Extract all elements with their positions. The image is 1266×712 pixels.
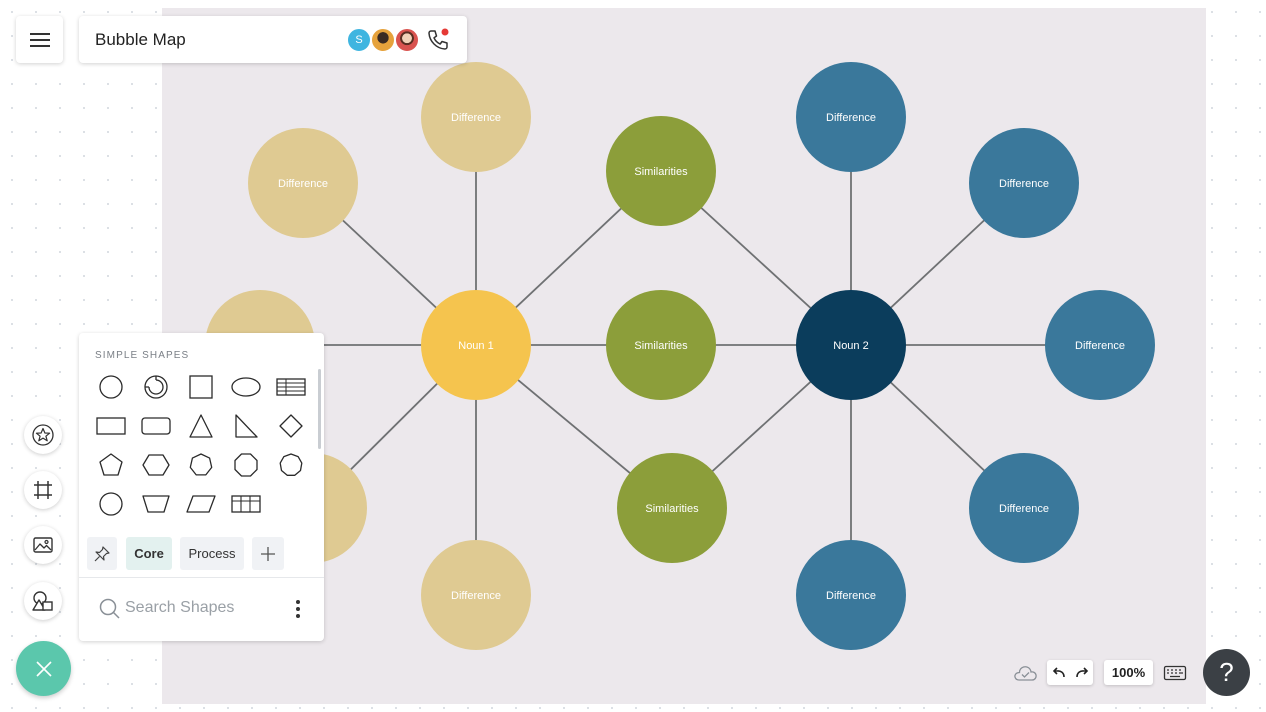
node-diff_l_upleft[interactable]: Difference: [248, 128, 358, 238]
menu-button[interactable]: [16, 16, 63, 63]
pentagon-shape[interactable]: [93, 449, 129, 481]
circle-shape[interactable]: [93, 371, 129, 403]
redo-icon: [1074, 666, 1090, 680]
diamond-shape[interactable]: [273, 410, 309, 442]
plus-icon: [260, 546, 276, 562]
node-diff_r_downright[interactable]: Difference: [969, 453, 1079, 563]
help-button[interactable]: ?: [1203, 649, 1250, 696]
ellipse-shape[interactable]: [228, 371, 264, 403]
notification-dot: [442, 29, 449, 36]
hamburger-icon: [30, 32, 50, 48]
node-diff_l_bottom-label: Difference: [451, 590, 501, 602]
collaborator-avatar-photo-2[interactable]: [395, 28, 419, 52]
redo-button[interactable]: [1070, 666, 1093, 680]
frame-icon: [31, 478, 55, 502]
document-title[interactable]: Bubble Map: [95, 30, 186, 50]
nonagon-shape[interactable]: [273, 449, 309, 481]
parallelogram-shape[interactable]: [183, 488, 219, 520]
node-sim_bot[interactable]: Similarities: [617, 453, 727, 563]
undo-button[interactable]: [1047, 666, 1070, 680]
avatar-initial: S: [355, 34, 362, 46]
hexagon-shape[interactable]: [138, 449, 174, 481]
node-sim_mid[interactable]: Similarities: [606, 290, 716, 400]
more-vertical-icon: [291, 597, 305, 621]
panel-title: SIMPLE SHAPES: [95, 350, 189, 361]
help-label: ?: [1219, 657, 1233, 688]
node-diff_r_downright-label: Difference: [999, 503, 1049, 515]
node-diff_r_right-label: Difference: [1075, 340, 1125, 352]
search-icon: [98, 597, 122, 621]
pin-icon: [93, 545, 111, 563]
node-noun2[interactable]: Noun 2: [796, 290, 906, 400]
rectangle-shape[interactable]: [93, 410, 129, 442]
title-bar: Bubble Map S: [79, 16, 467, 63]
search-shapes-input[interactable]: [125, 599, 275, 617]
donut-shape[interactable]: [138, 371, 174, 403]
call-button[interactable]: [425, 27, 451, 53]
node-diff_r_bottom-label: Difference: [826, 590, 876, 602]
keyboard-shortcuts-button[interactable]: [1163, 664, 1187, 682]
shapes-icon: [30, 589, 56, 613]
node-diff_r_right[interactable]: Difference: [1045, 290, 1155, 400]
octagon-shape[interactable]: [228, 449, 264, 481]
tab-process-label: Process: [189, 546, 236, 561]
more-options-button[interactable]: [291, 597, 305, 621]
close-panel-button[interactable]: [16, 641, 71, 696]
close-icon: [35, 660, 53, 678]
tab-core-label: Core: [134, 546, 164, 561]
collaborator-avatar-photo-1[interactable]: [371, 28, 395, 52]
keyboard-icon: [1163, 664, 1187, 682]
undo-redo-group: [1047, 660, 1093, 685]
tab-core[interactable]: Core: [126, 537, 172, 570]
square-shape[interactable]: [183, 371, 219, 403]
node-sim_bot-label: Similarities: [645, 503, 699, 515]
node-diff_r_upright-label: Difference: [999, 178, 1049, 190]
rounded-rectangle-shape[interactable]: [138, 410, 174, 442]
cloud-save-status[interactable]: [1012, 662, 1038, 684]
add-library-button[interactable]: [252, 537, 284, 570]
right-triangle-shape[interactable]: [228, 410, 264, 442]
node-diff_l_top[interactable]: Difference: [421, 62, 531, 172]
decagon-shape[interactable]: [93, 488, 129, 520]
star-icon: [31, 423, 55, 447]
grid-table-shape[interactable]: [228, 488, 264, 520]
node-noun2-label: Noun 2: [833, 340, 868, 352]
node-diff_r_top-label: Difference: [826, 112, 876, 124]
shape-library-panel: SIMPLE SHAPES Core Process: [79, 333, 324, 641]
cloud-check-icon: [1012, 662, 1038, 684]
node-noun1-label: Noun 1: [458, 340, 493, 352]
shapes-button[interactable]: [24, 582, 62, 620]
node-sim_mid-label: Similarities: [634, 340, 688, 352]
table-shape[interactable]: [273, 371, 309, 403]
zoom-level-button[interactable]: 100%: [1104, 660, 1153, 685]
node-diff_l_bottom[interactable]: Difference: [421, 540, 531, 650]
image-icon: [31, 533, 55, 557]
node-diff_r_bottom[interactable]: Difference: [796, 540, 906, 650]
panel-divider: [79, 577, 324, 578]
favorites-button[interactable]: [24, 416, 62, 454]
image-button[interactable]: [24, 526, 62, 564]
pin-tab-button[interactable]: [87, 537, 117, 570]
tab-process[interactable]: Process: [180, 537, 244, 570]
node-diff_l_top-label: Difference: [451, 112, 501, 124]
phone-icon: [425, 27, 451, 53]
heptagon-shape[interactable]: [183, 449, 219, 481]
trapezoid-shape[interactable]: [138, 488, 174, 520]
node-diff_r_top[interactable]: Difference: [796, 62, 906, 172]
triangle-shape[interactable]: [183, 410, 219, 442]
node-diff_l_upleft-label: Difference: [278, 178, 328, 190]
panel-scrollbar[interactable]: [318, 369, 321, 449]
undo-icon: [1051, 666, 1067, 680]
node-noun1[interactable]: Noun 1: [421, 290, 531, 400]
frame-button[interactable]: [24, 471, 62, 509]
node-diff_r_upright[interactable]: Difference: [969, 128, 1079, 238]
node-sim_top[interactable]: Similarities: [606, 116, 716, 226]
zoom-level-value: 100%: [1112, 665, 1145, 680]
collaborator-avatar-s[interactable]: S: [347, 28, 371, 52]
node-sim_top-label: Similarities: [634, 166, 688, 178]
